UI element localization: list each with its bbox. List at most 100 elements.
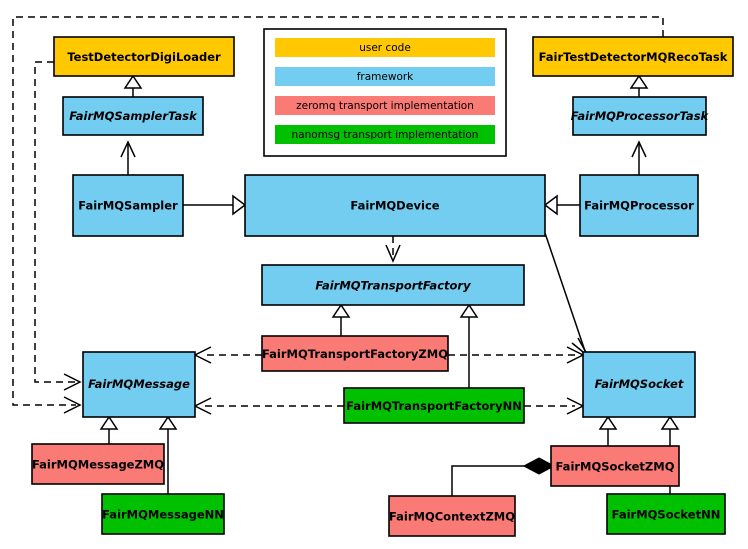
node-label: FairMQSocket [595, 377, 684, 391]
legend: user code framework zeromq transport imp… [263, 28, 507, 157]
node-rect[interactable] [582, 351, 696, 418]
node-label: FairMQMessageZMQ [32, 458, 164, 472]
edge-processor-to-device [543, 194, 580, 216]
node-fairmqsampler[interactable]: FairMQSampler [72, 174, 184, 237]
node-label: FairMQSampler [78, 199, 178, 213]
node-rect[interactable] [532, 36, 734, 77]
arrowhead-open [385, 244, 401, 263]
node-label: FairTestDetectorMQRecoTask [539, 50, 728, 64]
edge-factorynn-to-message [193, 397, 344, 415]
legend-item-user-code: user code [275, 38, 495, 57]
legend-label-zeromq: zeromq transport implementation [296, 100, 474, 112]
node-label: FairMQProcessor [584, 199, 694, 213]
legend-item-framework: framework [275, 67, 495, 86]
node-rect[interactable] [261, 335, 449, 372]
edge-factorynn-to-socket [524, 397, 585, 415]
node-fairmqsamplertask[interactable]: FairMQSamplerTask [62, 96, 204, 136]
arrowhead-open [631, 140, 647, 158]
node-label: FairMQSocketNN [612, 508, 721, 522]
arrowhead-hollow-triangle [660, 415, 680, 430]
node-testdetectordigiloader[interactable]: TestDetectorDigiLoader [53, 36, 235, 77]
edge-device-to-socket [544, 232, 589, 357]
edge-processortask-to-recotask [629, 74, 649, 97]
edge-processor-to-processortask [631, 140, 647, 175]
node-label: FairMQSamplerTask [69, 109, 198, 123]
arrowhead-open [120, 140, 136, 158]
legend-swatch-framework [275, 67, 495, 86]
node-rect[interactable] [572, 96, 707, 136]
node-label: FairMQMessageNN [102, 508, 224, 522]
arrowhead-hollow-triangle [123, 74, 143, 89]
node-rect[interactable] [244, 174, 546, 237]
node-fairmqcontextzmq[interactable]: FairMQContextZMQ [388, 495, 516, 537]
edge-factoryzmq-to-factory [331, 303, 351, 336]
legend-label-user-code: user code [359, 42, 411, 54]
node-label: FairMQSocketZMQ [556, 460, 675, 474]
dependency-routes [12, 16, 664, 414]
legend-swatch-zeromq [275, 96, 495, 115]
node-label: FairMQTransportFactoryZMQ [262, 347, 448, 361]
edge-socketzmq-to-socket [598, 415, 618, 446]
edge-samplertask-to-digiloader [123, 74, 143, 97]
node-label: FairMQContextZMQ [389, 510, 515, 524]
edge-contextzmq-to-socketzmq [451, 457, 556, 496]
arrowhead-digiloader-to-message [63, 373, 82, 391]
node-fairtestdetectormqrecotask[interactable]: FairTestDetectorMQRecoTask [532, 36, 734, 77]
node-fairmqtransportfactory[interactable]: FairMQTransportFactory [261, 264, 525, 306]
edge-factorynn-to-factory [459, 303, 479, 388]
node-fairmqsocketnn[interactable]: FairMQSocketNN [606, 493, 726, 535]
node-rect[interactable] [550, 445, 680, 487]
node-rect[interactable] [62, 96, 204, 136]
edge-line [451, 465, 539, 496]
node-fairmqtransportfactorynn[interactable]: FairMQTransportFactoryNN [343, 387, 525, 424]
edge-factoryzmq-to-message [193, 346, 262, 364]
node-rect[interactable] [31, 443, 165, 485]
arrowhead-hollow-triangle [232, 194, 247, 216]
legend-label-nanomsg: nanomsg transport implementation [292, 129, 479, 141]
node-label: TestDetectorDigiLoader [67, 50, 221, 64]
node-fairmqsocket[interactable]: FairMQSocket [582, 351, 696, 418]
node-rect[interactable] [606, 493, 726, 535]
node-rect[interactable] [579, 174, 699, 237]
class-boxes: TestDetectorDigiLoader FairMQSamplerTask… [31, 36, 734, 537]
arrowhead-filled-diamond [522, 457, 556, 475]
legend-item-nanomsg: nanomsg transport implementation [275, 125, 495, 144]
node-label: FairMQProcessorTask [571, 109, 710, 123]
node-label: FairMQMessage [88, 377, 190, 391]
node-fairmqdevice[interactable]: FairMQDevice [244, 174, 546, 237]
node-rect[interactable] [53, 36, 235, 77]
arrowhead-hollow-triangle [99, 415, 119, 430]
edge-sampler-to-device [183, 194, 247, 216]
arrowhead-hollow-triangle [598, 415, 618, 430]
node-fairmqsocketzmq[interactable]: FairMQSocketZMQ [550, 445, 680, 487]
node-rect[interactable] [72, 174, 184, 237]
node-label: FairMQTransportFactory [315, 279, 471, 293]
arrowhead-hollow-triangle [331, 303, 351, 318]
node-fairmqmessage[interactable]: FairMQMessage [82, 351, 196, 418]
node-rect[interactable] [82, 351, 196, 418]
node-rect[interactable] [343, 387, 525, 424]
arrowhead-recotask-to-message [63, 396, 82, 414]
legend-swatch-user-code [275, 38, 495, 57]
arrowhead-hollow-triangle [459, 303, 479, 318]
arrowhead-hollow-triangle [629, 74, 649, 89]
edge-messagezmq-to-message [99, 415, 119, 444]
node-fairmqtransportfactoryzmq[interactable]: FairMQTransportFactoryZMQ [261, 335, 449, 372]
node-fairmqmessagenn[interactable]: FairMQMessageNN [101, 493, 225, 535]
edge-line [544, 232, 586, 352]
node-fairmqprocessor[interactable]: FairMQProcessor [579, 174, 699, 237]
node-label: FairMQDevice [350, 199, 439, 213]
node-fairmqprocessortask[interactable]: FairMQProcessorTask [571, 96, 710, 136]
node-rect[interactable] [261, 264, 525, 306]
arrowhead-hollow-triangle [158, 415, 178, 430]
edge-sampler-to-samplertask [120, 140, 136, 175]
edge-recotask-to-message [12, 16, 664, 406]
node-rect[interactable] [388, 495, 516, 537]
legend-swatch-nanomsg [275, 125, 495, 144]
legend-label-framework: framework [357, 71, 414, 83]
node-rect[interactable] [101, 493, 225, 535]
node-fairmqmessagezmq[interactable]: FairMQMessageZMQ [31, 443, 165, 485]
arrowhead-hollow-triangle [543, 194, 558, 216]
